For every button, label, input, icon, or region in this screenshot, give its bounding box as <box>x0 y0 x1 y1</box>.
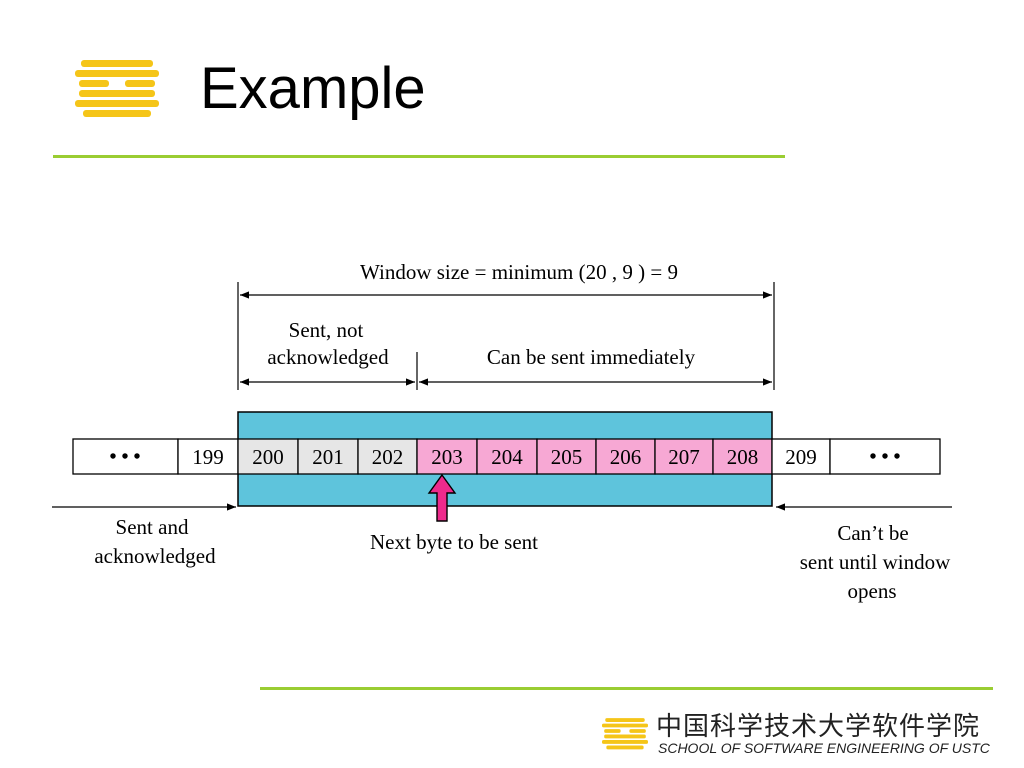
slide-title: Example <box>200 56 426 121</box>
cant-send-label-line3: opens <box>848 579 897 603</box>
sent-and-ack-label-line1: Sent and <box>116 515 189 539</box>
byte-label: 201 <box>312 445 344 469</box>
right-ellipsis: • • • <box>869 446 900 468</box>
byte-label: 209 <box>785 445 817 469</box>
byte-label: 207 <box>668 445 700 469</box>
byte-cell <box>771 438 831 475</box>
byte-label: 204 <box>491 445 523 469</box>
byte-cell <box>536 438 597 475</box>
byte-cell <box>476 438 538 475</box>
byte-cell <box>357 438 418 475</box>
byte-label: 199 <box>192 445 224 469</box>
school-name-english: SCHOOL OF SOFTWARE ENGINEERING OF USTC <box>658 740 990 756</box>
byte-label: 202 <box>372 445 404 469</box>
footer-divider <box>260 687 993 690</box>
next-byte-label: Next byte to be sent <box>370 530 538 554</box>
next-byte-pointer-icon <box>427 473 457 522</box>
cant-send-label-line1: Can’t be <box>837 521 908 545</box>
byte-label: 200 <box>252 445 284 469</box>
byte-cell <box>416 438 478 475</box>
byte-cell <box>654 438 714 475</box>
byte-cell <box>297 438 359 475</box>
byte-label: 208 <box>727 445 759 469</box>
school-name-chinese: 中国科学技术大学软件学院 <box>656 712 981 742</box>
window-size-label: Window size = minimum (20 , 9 ) = 9 <box>360 260 678 284</box>
byte-label: 206 <box>610 445 642 469</box>
sent-and-ack-label-line2: acknowledged <box>94 544 216 568</box>
left-ellipsis: • • • <box>109 446 140 468</box>
sent-not-ack-label-line2: acknowledged <box>267 345 389 369</box>
byte-strip: 199 200 201 202 203 204 205 206 207 208 209 <box>72 438 941 475</box>
can-be-sent-label: Can be sent immediately <box>487 345 696 369</box>
school-logo-icon <box>75 60 159 117</box>
cant-send-label-line2: sent until window <box>800 550 951 574</box>
byte-label: 203 <box>431 445 463 469</box>
byte-cell <box>177 438 239 475</box>
byte-cell <box>712 438 773 475</box>
byte-label: 205 <box>551 445 583 469</box>
footer-logo-icon <box>602 718 648 750</box>
byte-cell <box>237 438 299 475</box>
title-divider <box>53 155 785 158</box>
sent-not-ack-label-line1: Sent, not <box>289 318 364 342</box>
ellipsis-cell-right <box>829 438 941 475</box>
